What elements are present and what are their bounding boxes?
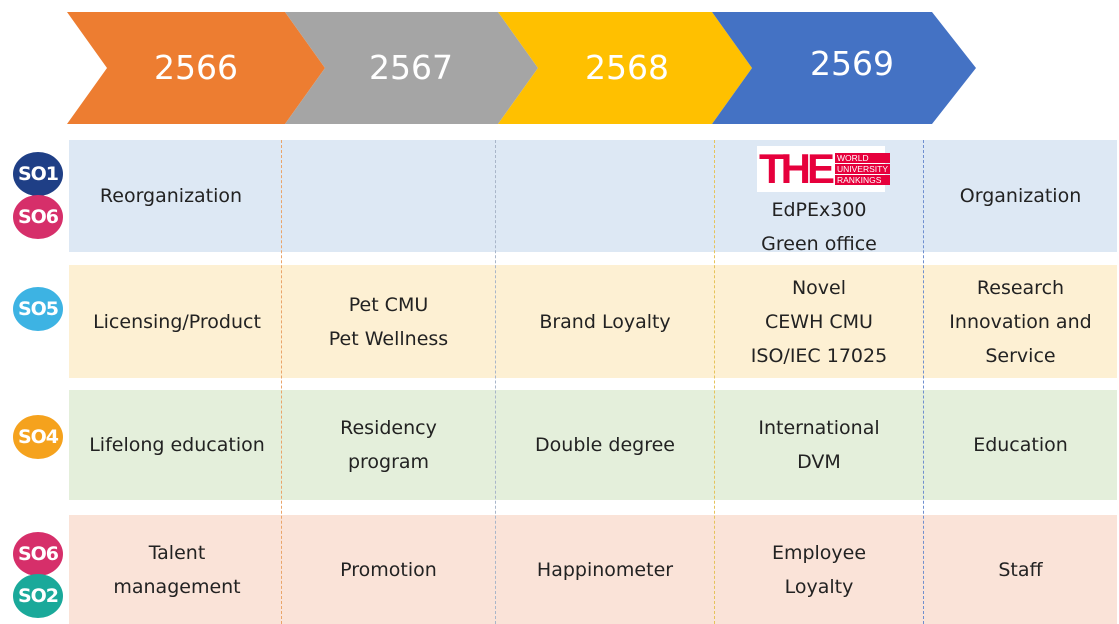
divider-2569	[923, 140, 924, 624]
arrow-2568	[498, 12, 752, 124]
cell-pet-cmu: Pet CMU Pet Wellness	[328, 293, 449, 350]
row-staff	[69, 515, 1117, 624]
cell-education: Education	[973, 434, 1068, 456]
cell-licensing-product: Licensing/Product	[93, 310, 261, 333]
cell-org-2567	[282, 140, 495, 252]
cell-double-degree: Double degree	[535, 434, 675, 456]
badge-so4: SO4	[13, 415, 63, 459]
cell-novel-cewh: Novel CEWH CMU ISO/IEC 17025	[750, 276, 888, 367]
badge-so6: SO6	[13, 195, 63, 239]
badge-so6: SO6	[13, 532, 63, 576]
cell-staff: Staff	[998, 558, 1043, 581]
the-logo-mark: THE	[759, 145, 835, 192]
arrow-2566	[67, 12, 325, 124]
arrow-2569	[712, 12, 976, 124]
badge-so1: SO1	[13, 152, 63, 196]
year-label-2567: 2567	[369, 48, 453, 87]
the-logo-line-world: WORLD	[835, 152, 891, 163]
cell-brand-loyalty: Brand Loyalty	[539, 310, 671, 333]
cell-residency-program: Residency program	[340, 417, 437, 473]
row-organization	[69, 140, 1117, 252]
cell-international-dvm: International DVM	[758, 417, 880, 473]
row-education	[69, 390, 1117, 500]
cell-lifelong-education: Lifelong education	[89, 434, 265, 456]
divider-2568	[714, 140, 715, 624]
badge-so5: SO5	[13, 287, 63, 331]
year-label-2569: 2569	[810, 44, 894, 83]
cell-promotion: Promotion	[340, 558, 437, 581]
cell-edpex-green-office: EdPEx300 Green office	[761, 199, 877, 255]
the-logo-line-university: UNIVERSITY	[835, 163, 891, 174]
cell-employee-loyalty: Employee Loyalty	[771, 541, 867, 598]
divider-2566	[281, 140, 282, 624]
cell-talent-management: Talent management	[113, 541, 241, 598]
cell-reorganization: Reorganization	[99, 185, 243, 207]
year-label-2566: 2566	[154, 48, 238, 87]
divider-2567	[495, 140, 496, 624]
arrow-2567	[285, 12, 538, 124]
year-label-2568: 2568	[585, 48, 669, 87]
row-research	[69, 265, 1117, 378]
cell-research-innovation: Research Innovation and Service	[949, 276, 1092, 367]
the-rankings-logo: THE WORLD UNIVERSITY RANKINGS	[757, 145, 891, 192]
cell-happinometer: Happinometer	[536, 558, 674, 581]
cell-org-2568	[496, 140, 714, 252]
the-logo-line-rankings: RANKINGS	[835, 174, 891, 185]
year-arrows	[67, 12, 976, 124]
badge-so2: SO2	[13, 574, 63, 618]
cell-organization: Organization	[959, 185, 1082, 207]
